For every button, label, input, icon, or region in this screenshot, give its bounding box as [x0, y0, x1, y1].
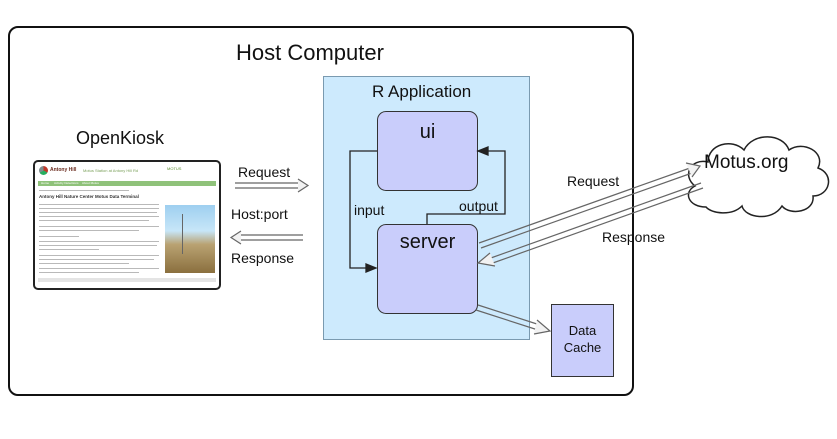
server-label: server: [399, 231, 456, 253]
data-cache-label-line2: Cache: [563, 340, 602, 355]
motus-cloud-shape: [687, 136, 830, 218]
r-application-title: R Application: [372, 82, 472, 101]
kiosk-text-line: [39, 236, 79, 238]
kiosk-motus-text: MOTUS: [167, 166, 182, 171]
host-computer-title: Host Computer: [236, 40, 384, 65]
kiosk-text-line: [39, 268, 159, 270]
kiosk-nav-item: About Motus: [82, 181, 99, 185]
kiosk-text-line: [39, 216, 159, 218]
host-computer-frame: [8, 26, 634, 396]
input-connector: [349, 150, 378, 273]
output-connector: [426, 146, 506, 224]
kiosk-text-line: [39, 220, 149, 222]
openkiosk-screenshot: Antony Hill Motus Station at Antony Hill…: [33, 160, 221, 290]
motus-response-arrow: [476, 182, 704, 267]
motus-request-arrow: [478, 162, 702, 249]
kiosk-logo-icon: [39, 166, 48, 175]
input-label: input: [354, 202, 385, 218]
kiosk-photo: [165, 205, 215, 273]
motus-response-label: Response: [602, 229, 666, 245]
ui-label: ui: [419, 121, 436, 143]
kiosk-footer: [38, 278, 216, 282]
kiosk-request-label: Request: [238, 164, 291, 180]
kiosk-text-line: [39, 255, 159, 257]
kiosk-text-line: [39, 272, 139, 274]
kiosk-text-line: [39, 190, 129, 192]
kiosk-photo-antenna: [182, 214, 184, 254]
motus-cloud-label: Motus.org: [704, 152, 789, 173]
cache-arrow: [475, 304, 552, 335]
data-cache-box: [551, 304, 614, 377]
motus-request-label: Request: [567, 173, 620, 189]
kiosk-nav-bar: Home Activity Detections About Motus: [38, 181, 216, 186]
kiosk-header-text: Motus Station at Antony Hill Rd: [83, 168, 139, 173]
output-label: output: [459, 198, 498, 214]
kiosk-logo-text: Antony Hill: [50, 167, 77, 173]
kiosk-text-line: [39, 245, 157, 247]
host-port-label: Host:port: [231, 206, 288, 222]
kiosk-response-arrow: [229, 230, 303, 245]
kiosk-page-title: Antony Hill Nature Center Motus Data Ter…: [39, 194, 139, 199]
kiosk-text-line: [39, 241, 159, 243]
kiosk-text-line: [39, 208, 159, 210]
kiosk-text-line: [39, 212, 157, 214]
kiosk-response-label: Response: [231, 250, 295, 266]
kiosk-text-line: [39, 263, 129, 265]
data-cache-label: Data Cache: [551, 322, 614, 356]
openkiosk-title: OpenKiosk: [76, 128, 165, 148]
kiosk-text-line: [39, 259, 154, 261]
server-box: [377, 224, 478, 314]
data-cache-label-line1: Data: [568, 323, 597, 338]
kiosk-nav-item: Home: [41, 181, 50, 185]
kiosk-text-line: [39, 226, 159, 228]
kiosk-nav-item: Activity Detections: [54, 181, 79, 185]
kiosk-request-arrow: [235, 178, 310, 193]
kiosk-text-line: [39, 249, 99, 251]
kiosk-text-line: [39, 230, 139, 232]
kiosk-text-line: [39, 204, 159, 206]
